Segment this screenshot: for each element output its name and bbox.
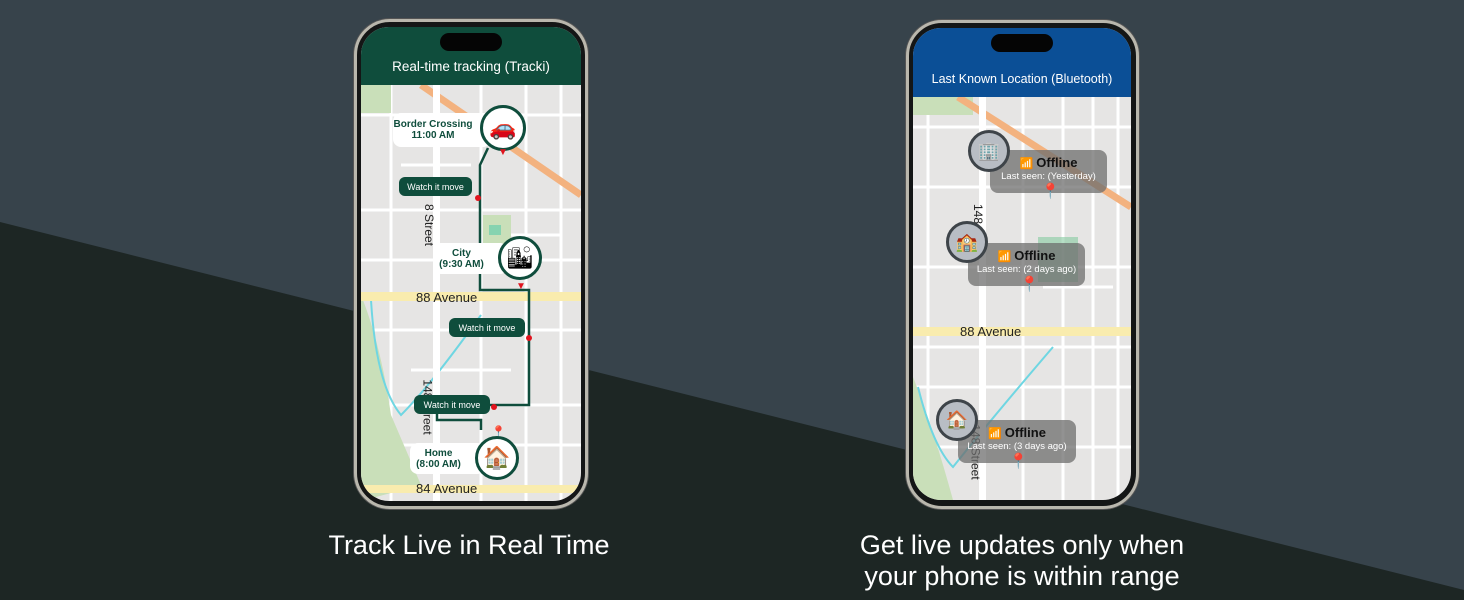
left-header-title: Real-time tracking (Tracki) xyxy=(392,59,550,74)
wifi-off-icon: 📶 xyxy=(997,251,1012,263)
route-point xyxy=(526,335,532,341)
left-phone-screen: Real-time tracking (Tracki) xyxy=(361,27,581,501)
right-header: Last Known Location (Bluetooth) xyxy=(913,28,1131,97)
city-buildings-icon: 🏢 xyxy=(968,130,1010,172)
map-pin-icon: 📍 xyxy=(491,425,506,439)
stop-label-city: City(9:30 AM) xyxy=(433,243,508,274)
stop-name: Home xyxy=(424,447,453,459)
stop-time: (9:30 AM) xyxy=(439,258,484,270)
house-icon: 🏠 xyxy=(936,399,978,441)
left-caption: Track Live in Real Time xyxy=(328,530,610,560)
right-caption: Get live updates only when your phone is… xyxy=(772,530,1272,592)
stop-label-home: Home(8:00 AM) xyxy=(410,443,485,474)
left-header: Real-time tracking (Tracki) xyxy=(361,27,581,85)
house-icon[interactable]: 🏠 xyxy=(475,436,519,480)
offline-card[interactable]: 📶Offline Last seen: (2 days ago) xyxy=(968,243,1085,286)
offline-card[interactable]: 📶Offline Last seen: (Yesterday) xyxy=(990,150,1107,193)
avenue-88-label: 88 Avenue xyxy=(416,290,478,305)
offline-card[interactable]: 📶Offline Last seen: (3 days ago) xyxy=(958,420,1076,463)
route-point xyxy=(491,404,497,410)
border-crossing-icon[interactable]: 🚗 xyxy=(480,105,526,151)
last-seen-text: Last seen: (3 days ago) xyxy=(967,441,1067,452)
right-caption-line1: Get live updates only when xyxy=(859,530,1185,560)
stop-name: Border Crossing xyxy=(393,119,473,130)
wifi-off-icon: 📶 xyxy=(1019,158,1034,170)
map-pin-icon: 📍 xyxy=(1020,276,1039,293)
right-header-title: Last Known Location (Bluetooth) xyxy=(931,72,1113,86)
status-text: Offline xyxy=(1014,248,1056,263)
city-buildings-icon[interactable]: 🏙 xyxy=(498,236,542,280)
dynamic-island xyxy=(440,33,502,51)
stop-time: (8:00 AM) xyxy=(416,458,461,470)
watch-it-move-bubble[interactable]: Watch it move xyxy=(449,318,525,337)
status-text: Offline xyxy=(1004,425,1046,440)
wifi-off-icon: 📶 xyxy=(988,428,1002,440)
status-text: Offline xyxy=(1036,155,1078,170)
map-pin-icon: 📍 xyxy=(1009,453,1028,470)
route-point xyxy=(475,195,481,201)
watch-it-move-bubble[interactable]: Watch it move xyxy=(399,177,472,196)
stop-name: City xyxy=(452,247,471,259)
last-seen-text: Last seen: (2 days ago) xyxy=(976,264,1077,275)
avenue-84-label: 84 Avenue xyxy=(416,481,478,496)
avenue-88-label: 88 Avenue xyxy=(960,324,1022,339)
watch-it-move-bubble[interactable]: Watch it move xyxy=(414,395,490,414)
dynamic-island xyxy=(991,34,1053,52)
map-pin-icon: ▼ xyxy=(498,147,508,158)
map-pin-icon: 📍 xyxy=(1041,183,1060,200)
right-caption-line2: your phone is within range xyxy=(864,561,1180,591)
stop-time: 11:00 AM xyxy=(411,130,455,141)
street-label-148-top: 8 Street xyxy=(422,203,437,247)
last-seen-text: Last seen: (Yesterday) xyxy=(1001,171,1096,182)
map-pin-icon: ▼ xyxy=(516,281,526,292)
school-building-icon: 🏫 xyxy=(946,221,988,263)
